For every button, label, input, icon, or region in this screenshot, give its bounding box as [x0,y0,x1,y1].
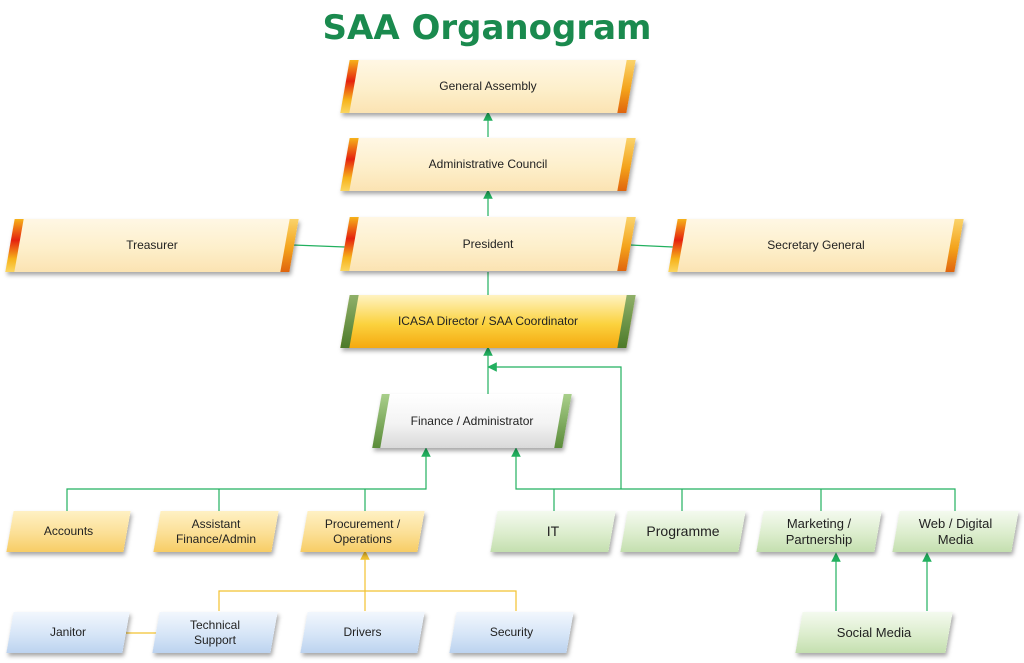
node-procurement: Procurement / Operations [300,511,425,552]
node-label: General Assembly [439,79,537,94]
node-label: Finance / Administrator [410,413,534,428]
node-marketing: Marketing / Partnership [756,511,882,552]
node-finance-administrator: Finance / Administrator [372,394,572,448]
node-security: Security [449,612,574,653]
connector-right-group-to-finance [511,447,956,511]
connector-treasurer-president [292,244,346,248]
node-web-digital: Web / Digital Media [892,511,1019,552]
node-social-media: Social Media [795,612,953,653]
node-label: Programme [646,523,720,540]
node-accounts: Accounts [6,511,131,552]
node-label: Security [489,625,534,640]
node-label: Procurement / Operations [324,517,401,546]
node-programme: Programme [620,511,746,552]
node-label: ICASA Director / SAA Coordinator [397,314,579,329]
node-drivers: Drivers [300,612,425,653]
connector-left-group-to-finance [66,447,431,511]
node-technical-support: Technical Support [152,612,278,653]
node-treasurer: Treasurer [5,219,299,272]
node-label: Technical Support [189,618,241,647]
node-label: Social Media [836,624,912,640]
node-president: President [340,217,636,271]
node-label: IT [546,523,560,540]
node-it: IT [490,511,616,552]
page-title: SAA Organogram [322,8,652,48]
node-icasa-director: ICASA Director / SAA Coordinator [340,295,636,348]
node-secretary-general: Secretary General [668,219,964,272]
node-label: Assistant Finance/Admin [175,517,257,546]
connector-support-bar [218,590,517,611]
node-label: Janitor [49,625,87,640]
node-label: Secretary General [767,238,865,253]
node-label: Drivers [343,625,382,640]
node-label: Accounts [43,524,94,539]
connector-programme-to-director [487,362,622,489]
node-label: Web / Digital Media [918,515,993,547]
node-label: Marketing / Partnership [785,515,853,547]
connector-president-secretary [629,244,674,248]
node-label: Administrative Council [428,157,548,172]
node-general-assembly: General Assembly [340,60,636,113]
node-administrative-council: Administrative Council [340,138,636,191]
node-label: Treasurer [126,238,178,253]
node-assistant-finance: Assistant Finance/Admin [153,511,279,552]
node-janitor: Janitor [6,612,130,653]
node-label: President [462,236,514,251]
